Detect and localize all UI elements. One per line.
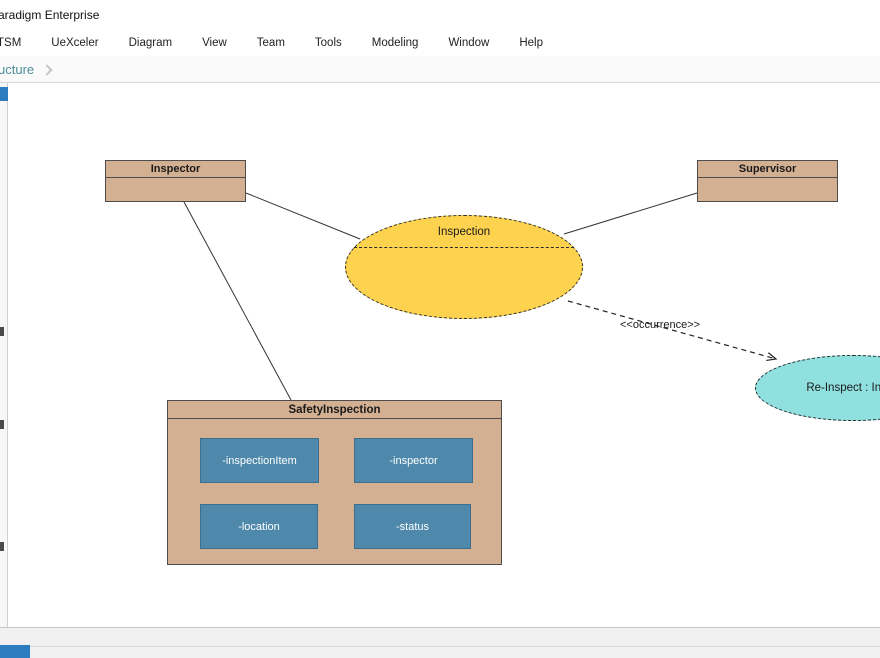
menu-item-view[interactable]: View — [202, 37, 227, 49]
panel-tab-fragment — [0, 327, 4, 336]
connector-inspector-inspection[interactable] — [246, 193, 360, 239]
part-location[interactable]: -location — [200, 504, 318, 549]
collaboration-divider — [354, 247, 574, 248]
menu-item-uexceler[interactable]: UeXceler — [51, 37, 98, 49]
connector-inspector-safetyinspection[interactable] — [184, 202, 291, 400]
part-label: -status — [396, 521, 429, 533]
panel-handle[interactable] — [0, 87, 8, 101]
menu-item-help[interactable]: Help — [519, 37, 543, 49]
part-label: -location — [238, 521, 280, 533]
menu-item-team[interactable]: Team — [257, 37, 285, 49]
collaboration-name-label: Re-Inspect : Inspe — [806, 382, 880, 394]
panel-tab-fragment — [0, 542, 4, 551]
class-name-label: Supervisor — [698, 161, 837, 178]
chevron-right-icon — [41, 64, 52, 75]
status-bar-divider — [0, 646, 880, 647]
menu-item-diagram[interactable]: Diagram — [129, 37, 172, 49]
occurrence-stereotype-label: <<occurrence>> — [620, 319, 700, 331]
diagram-canvas[interactable]: <<occurrence>> Inspector Supervisor Insp… — [8, 83, 880, 627]
connector-supervisor-inspection[interactable] — [564, 193, 697, 234]
menu-bar: TSM UeXceler Diagram View Team Tools Mod… — [0, 30, 880, 56]
part-inspectionitem[interactable]: -inspectionItem — [200, 438, 319, 483]
collaboration-name-label: Inspection — [346, 226, 582, 238]
menu-item-tsm[interactable]: TSM — [0, 37, 21, 49]
part-inspector[interactable]: -inspector — [354, 438, 473, 483]
class-name-label: Inspector — [106, 161, 245, 178]
left-panel-strip — [0, 83, 8, 627]
class-safetyinspection[interactable]: SafetyInspection -inspectionItem -inspec… — [167, 400, 502, 565]
status-bar — [0, 627, 880, 658]
menu-item-modeling[interactable]: Modeling — [372, 37, 419, 49]
menu-item-tools[interactable]: Tools — [315, 37, 342, 49]
title-bar: aradigm Enterprise — [0, 0, 880, 30]
window-title: aradigm Enterprise — [0, 0, 99, 30]
part-label: -inspectionItem — [222, 455, 297, 467]
class-inspector[interactable]: Inspector — [105, 160, 246, 202]
breadcrumb[interactable]: ucture — [0, 62, 34, 77]
menu-item-window[interactable]: Window — [448, 37, 489, 49]
bottom-accent-block — [0, 645, 30, 658]
part-status[interactable]: -status — [354, 504, 471, 549]
class-supervisor[interactable]: Supervisor — [697, 160, 838, 202]
class-name-label: SafetyInspection — [168, 401, 501, 419]
part-label: -inspector — [389, 455, 437, 467]
collaboration-inspection[interactable]: Inspection — [345, 215, 583, 319]
panel-tab-fragment — [0, 420, 4, 429]
breadcrumb-bar: ucture — [0, 56, 880, 83]
